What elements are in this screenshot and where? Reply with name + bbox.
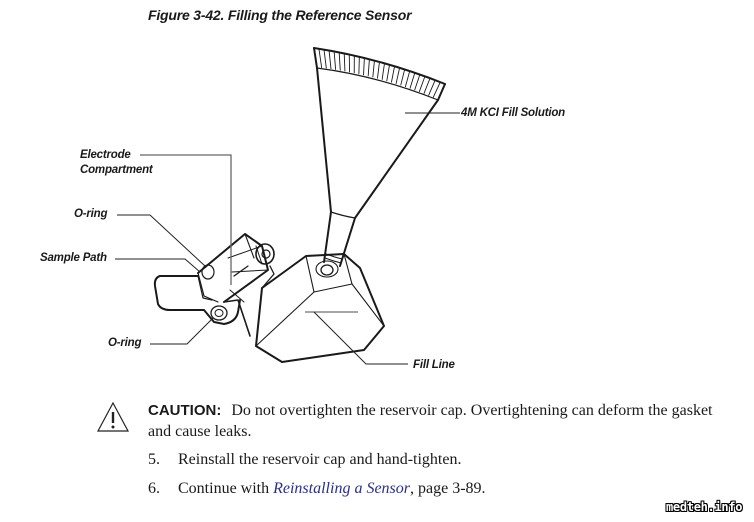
step-text-pre: Continue with: [178, 480, 274, 497]
caution-label: CAUTION:: [148, 402, 222, 419]
funnel-rim-rib: [323, 49, 327, 69]
funnel-drawing: [313, 47, 446, 267]
step-text: Reinstall the reservoir cap and hand-tig…: [178, 451, 462, 468]
funnel-rim-rib: [391, 65, 396, 83]
funnel-rim-rib: [318, 49, 323, 68]
callout-oring-top: O-ring: [74, 208, 108, 220]
funnel-rim-rib: [414, 74, 421, 91]
funnel-rim-rib: [338, 52, 341, 71]
funnel-rim-rib: [404, 70, 411, 88]
step-number: 6.: [148, 480, 160, 497]
funnel-rim-rib: [423, 78, 431, 94]
step-item: 5. Reinstall the reservoir cap and hand-t…: [148, 451, 461, 469]
callout-sample-path: Sample Path: [40, 252, 107, 264]
funnel-rim-rib: [372, 59, 375, 78]
funnel-rim-rib: [386, 64, 391, 82]
callout-electrode-line1: Electrode: [80, 149, 131, 161]
callout-electrode-line2: Compartment: [80, 164, 153, 176]
funnel-rim-rib: [343, 53, 346, 72]
funnel-rim-rib: [418, 76, 426, 93]
funnel-rim-rib: [395, 67, 401, 85]
electrode-compartment-drawing: [197, 233, 275, 303]
funnel-rim-rib: [328, 50, 332, 70]
reinstalling-sensor-link[interactable]: Reinstalling a Sensor: [273, 480, 410, 497]
funnel-rim-rib: [367, 58, 370, 77]
caution-notice: CAUTION:Do not overtighten the reservoir…: [148, 400, 738, 442]
callout-leader-lines: [115, 112, 460, 365]
callout-electrode-compartment: Electrode Compartment: [80, 148, 153, 178]
step-item: 6. Continue with Reinstalling a Sensor, p…: [148, 480, 486, 498]
funnel-rim-rib: [428, 80, 436, 96]
callout-fill-solution: 4M KCI Fill Solution: [461, 107, 565, 119]
reservoir-body-drawing: [255, 253, 385, 363]
funnel-rim-rib: [400, 68, 406, 86]
watermark: medteh.info: [666, 500, 743, 514]
callout-oring-bottom: O-ring: [108, 337, 142, 349]
funnel-rim-rib: [381, 62, 385, 80]
funnel-rim-rib: [432, 82, 441, 98]
warning-triangle-icon: [96, 401, 130, 432]
mounting-tab-drawing: [153, 275, 251, 337]
funnel-rim-rib: [363, 57, 365, 76]
funnel-rim-rib: [377, 61, 380, 79]
step-text-post: , page 3-89.: [410, 480, 486, 497]
funnel-rim-rib: [409, 72, 416, 89]
caution-text: Do not overtighten the reservoir cap. Ov…: [148, 402, 713, 440]
step-number: 5.: [148, 451, 160, 468]
funnel-rim-rib: [333, 51, 337, 70]
figure-title: Figure 3-42. Filling the Reference Senso…: [148, 7, 412, 23]
callout-fill-line: Fill Line: [413, 359, 455, 371]
